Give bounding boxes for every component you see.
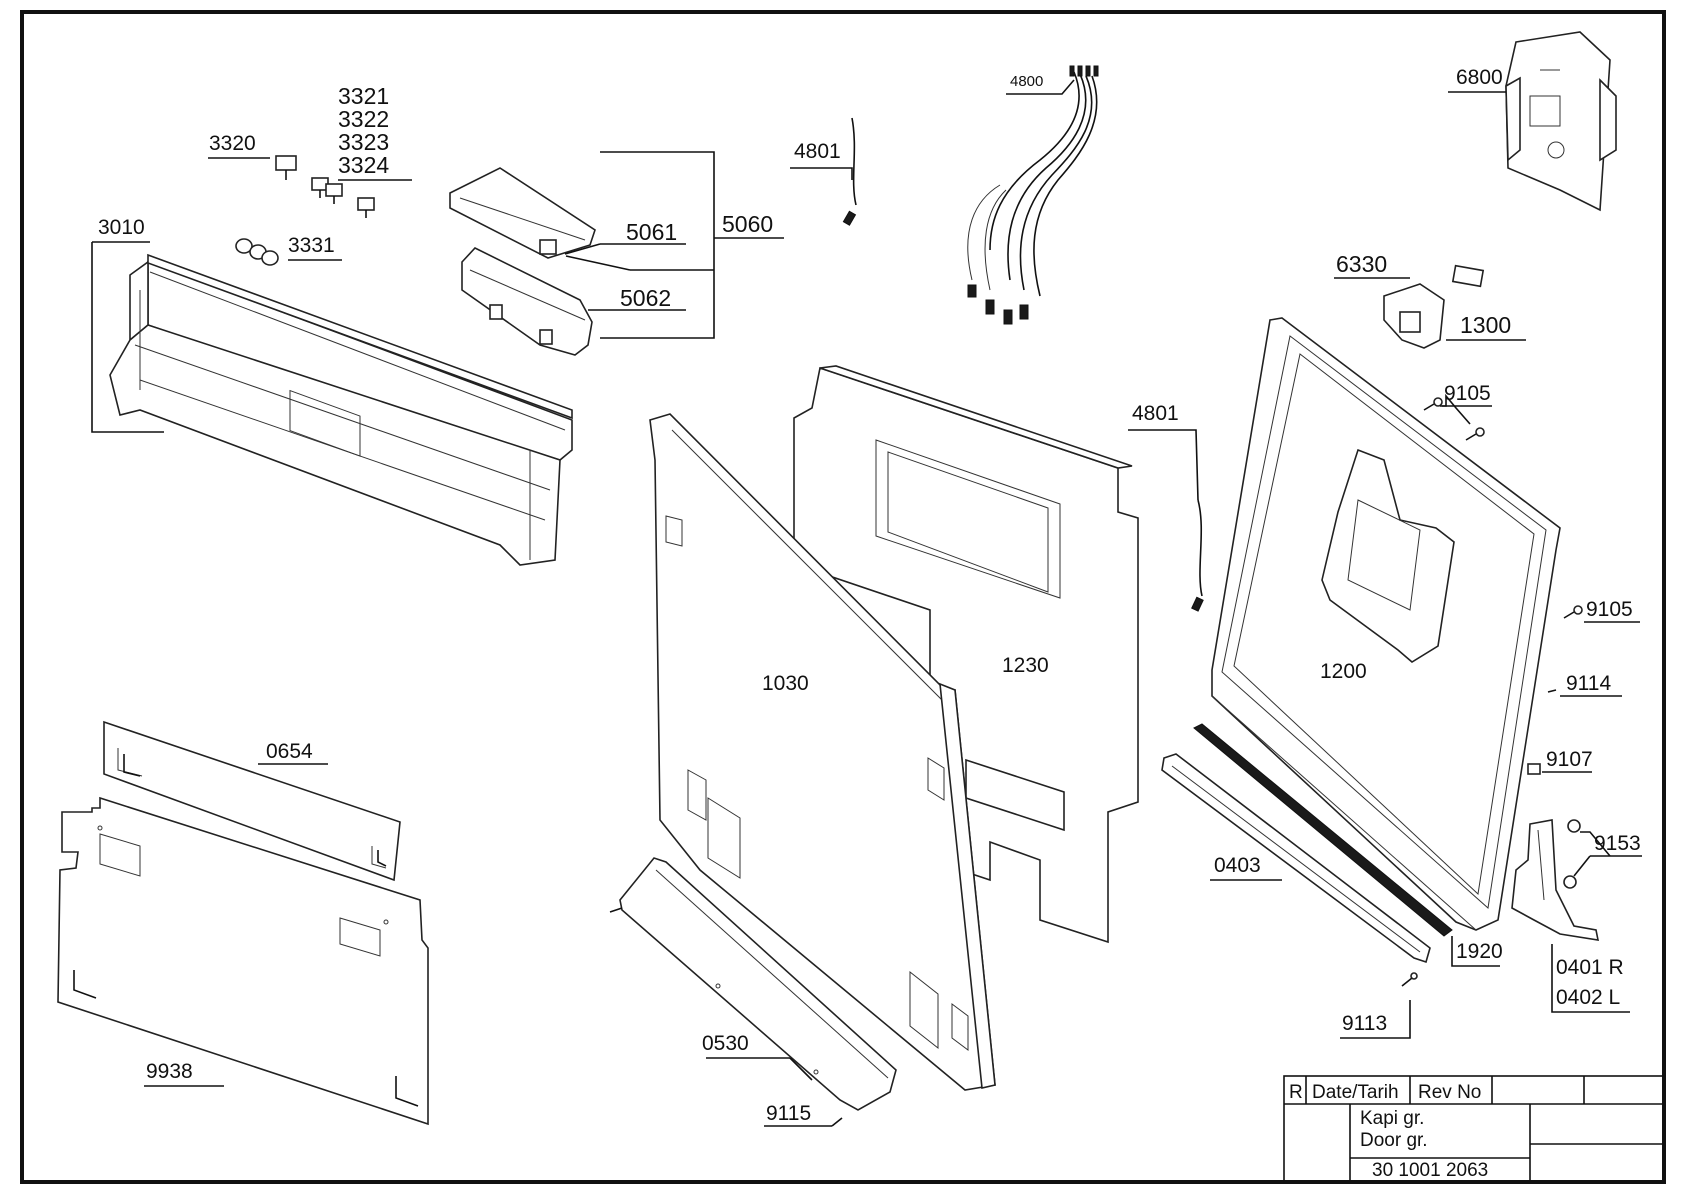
leader-5061b xyxy=(565,255,631,271)
title-block: R Date/Tarih Rev No Kapi gr. Door gr. 30… xyxy=(1283,1075,1665,1183)
title-name-tr: Kapi gr. xyxy=(1360,1108,1424,1129)
label-1920: 1920 xyxy=(1456,940,1503,963)
leader-1920 xyxy=(1451,936,1500,967)
label-4800: 4800 xyxy=(1010,73,1043,90)
leader-4800 xyxy=(1006,79,1075,95)
label-3324: 3324 xyxy=(338,152,389,178)
part-0530-kickplate xyxy=(609,857,897,1111)
part-6800-dispenser xyxy=(1505,31,1617,212)
part-3331-spacers xyxy=(235,238,279,266)
part-1300-door-lock xyxy=(1383,283,1445,349)
part-4801-top-wire xyxy=(842,117,857,226)
leader-9153 xyxy=(1580,831,1611,857)
part-0403-rail xyxy=(1161,753,1431,964)
label-3010: 3010 xyxy=(98,216,145,239)
title-rev-letter: R xyxy=(1289,1082,1303,1103)
label-0403: 0403 xyxy=(1214,854,1261,877)
part-1920-seal xyxy=(1193,723,1453,937)
label-9115: 9115 xyxy=(766,1102,811,1125)
part-9113-screw xyxy=(1401,972,1418,987)
part-5061-board xyxy=(449,167,596,259)
label-3321: 3321 xyxy=(338,83,389,109)
label-9114: 9114 xyxy=(1566,672,1611,695)
leader-0401-0402 xyxy=(1551,944,1630,1013)
bracket-5060 xyxy=(600,151,715,339)
label-0530: 0530 xyxy=(702,1032,749,1055)
label-1300: 1300 xyxy=(1460,312,1511,338)
part-4800-harness xyxy=(967,65,1099,325)
label-0401r: 0401 R xyxy=(1556,956,1624,979)
title-date-label: Date/Tarih xyxy=(1312,1082,1399,1103)
title-drawing-number: 30 1001 2063 xyxy=(1372,1160,1488,1181)
part-1200-inner-door xyxy=(1211,317,1561,931)
part-9107-clip xyxy=(1527,763,1541,775)
label-6330: 6330 xyxy=(1336,251,1387,277)
leader-9113 xyxy=(1340,1000,1411,1039)
leader-5061 xyxy=(564,243,601,255)
label-9113: 9113 xyxy=(1342,1012,1387,1035)
label-3320: 3320 xyxy=(209,132,256,155)
label-4801a: 4801 xyxy=(794,140,841,163)
label-1200: 1200 xyxy=(1320,660,1367,683)
part-1030-door-panel xyxy=(649,413,996,1091)
label-9107: 9107 xyxy=(1546,748,1593,771)
label-9153: 9153 xyxy=(1594,832,1641,855)
label-6800: 6800 xyxy=(1456,66,1503,89)
label-3322: 3322 xyxy=(338,106,389,132)
part-3320-knob xyxy=(275,155,297,180)
part-3010-control-panel xyxy=(109,253,573,566)
label-5062: 5062 xyxy=(620,285,671,311)
label-4801b: 4801 xyxy=(1132,402,1179,425)
part-6330-switch xyxy=(1451,264,1485,288)
label-0654: 0654 xyxy=(266,740,313,763)
label-3331: 3331 xyxy=(288,234,335,257)
leader-4801a xyxy=(790,167,853,180)
part-1230-insulation xyxy=(793,365,1139,944)
part-3321-3324-buttons xyxy=(311,177,375,218)
leader-4801b xyxy=(1128,429,1199,501)
leader-9115 xyxy=(831,1117,843,1127)
label-5061: 5061 xyxy=(626,219,677,245)
label-9938: 9938 xyxy=(146,1060,193,1083)
drawing-frame xyxy=(20,10,1666,1184)
part-9938-plate xyxy=(57,796,429,1126)
leader-0530 xyxy=(789,1057,813,1081)
leader-3010 xyxy=(91,242,164,433)
label-5060: 5060 xyxy=(722,211,773,237)
part-0401-0402-hinge xyxy=(1511,819,1600,941)
label-3323: 3323 xyxy=(338,129,389,155)
label-9105a: 9105 xyxy=(1444,382,1491,405)
part-9105-screws xyxy=(1423,397,1583,693)
title-name-en: Door gr. xyxy=(1360,1130,1428,1151)
label-1030: 1030 xyxy=(762,672,809,695)
label-0402l: 0402 L xyxy=(1556,986,1620,1009)
leader-9153b xyxy=(1573,855,1591,877)
title-rev-no-label: Rev No xyxy=(1418,1082,1481,1103)
part-4801-middle-wire xyxy=(1191,499,1204,612)
label-9105b: 9105 xyxy=(1586,598,1633,621)
part-5062-module xyxy=(461,247,593,356)
part-0654-cover xyxy=(103,720,401,882)
label-1230: 1230 xyxy=(1002,654,1049,677)
